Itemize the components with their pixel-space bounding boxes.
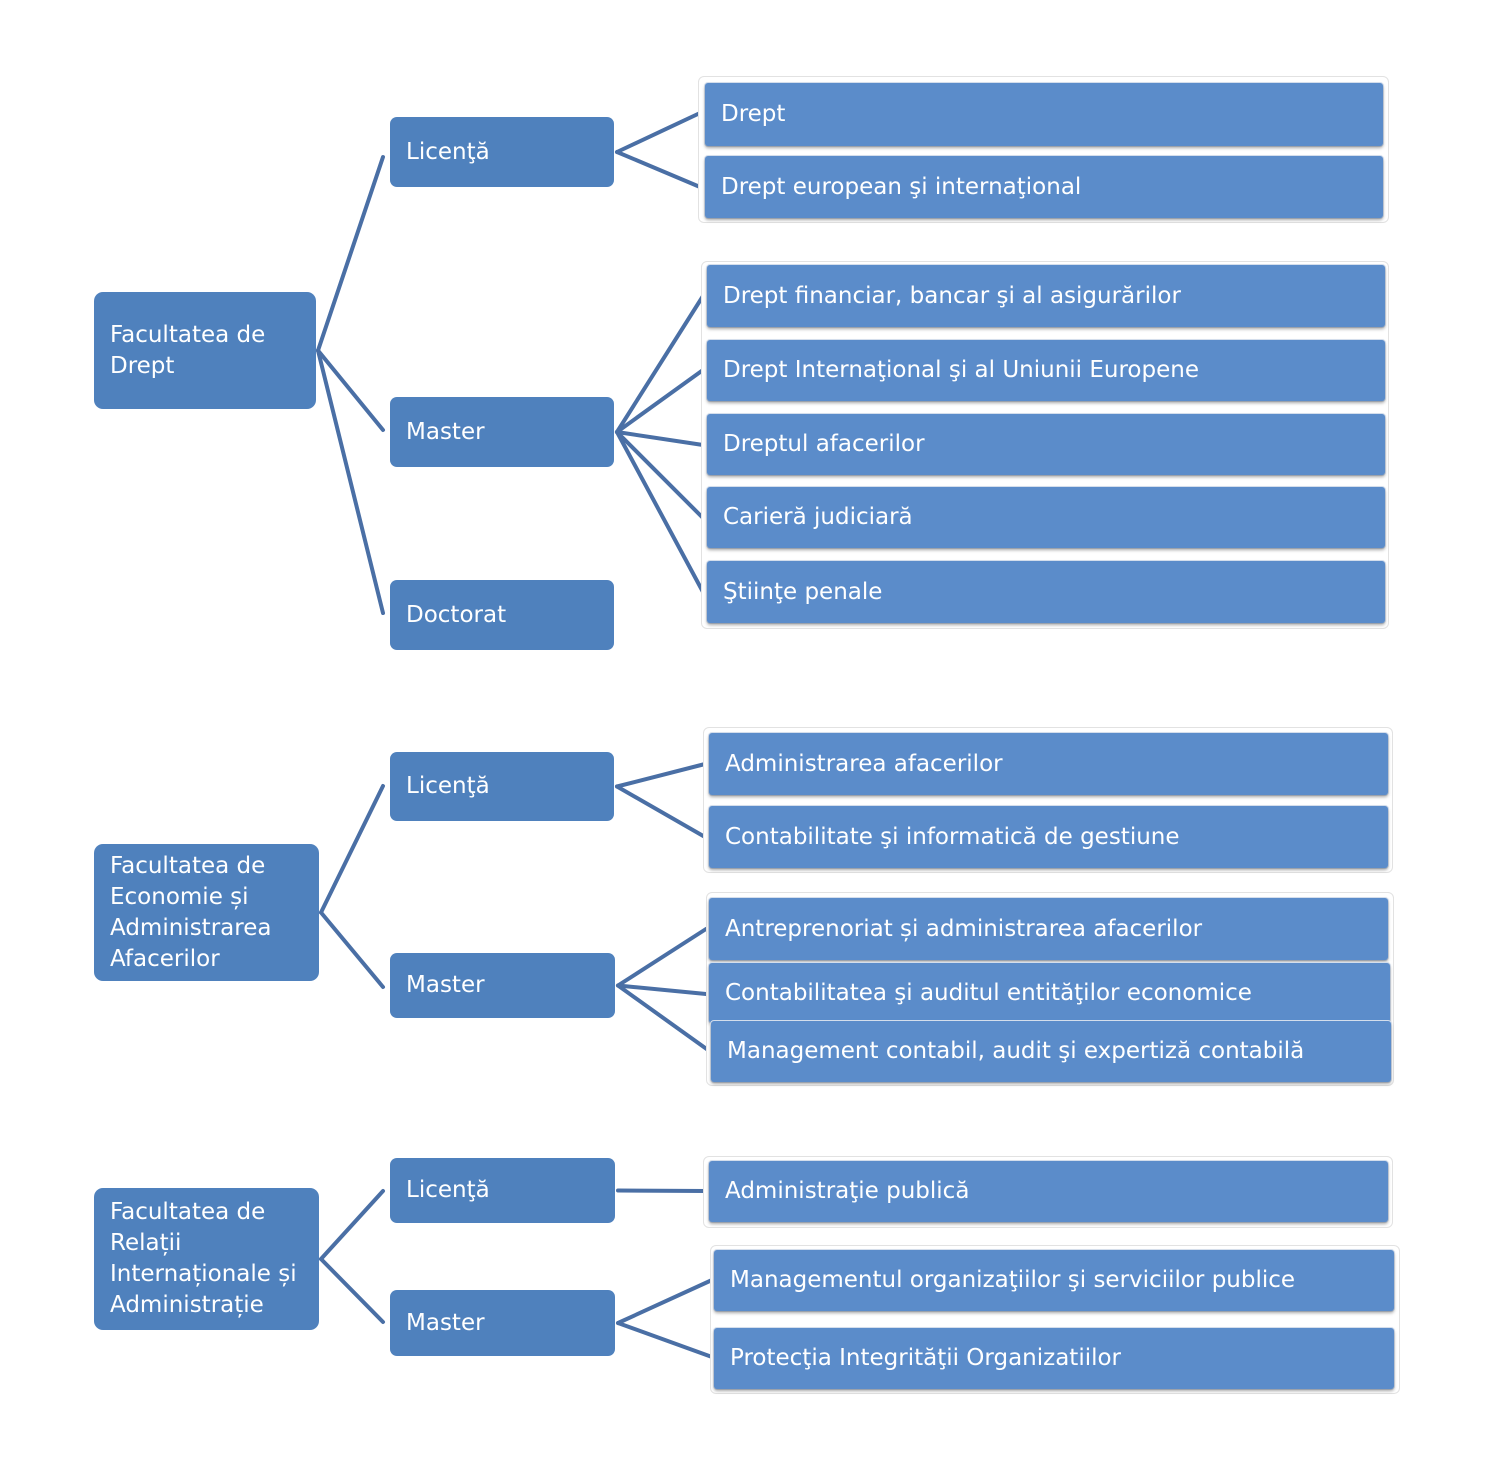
level-program-connector <box>616 983 708 996</box>
level-node-label: Licenţă <box>406 773 490 799</box>
program-node: Managementul organizaţiilor şi serviciil… <box>714 1250 1394 1311</box>
program-node-label: Contabilitate şi informatică de gestiune <box>725 823 1180 850</box>
level-program-connector <box>615 762 707 789</box>
program-node: Management contabil, audit şi expertiză … <box>711 1021 1391 1082</box>
faculty-node: Facultatea de Drept <box>94 292 316 409</box>
level-node-label: Master <box>406 418 485 445</box>
faculty-level-connector <box>319 784 385 915</box>
program-node: Drept Internaţional şi al Uniunii Europe… <box>707 340 1385 401</box>
program-node-label: Management contabil, audit şi expertiză … <box>727 1038 1305 1064</box>
program-node: Carieră judiciară <box>707 487 1385 548</box>
program-node: Administrarea afacerilor <box>709 733 1388 795</box>
program-node: Administraţie publică <box>709 1161 1388 1222</box>
level-program-connector <box>616 1278 714 1325</box>
level-node: Master <box>390 953 615 1018</box>
level-node-label: Doctorat <box>406 601 507 628</box>
level-program-connector <box>615 150 702 189</box>
program-node: Ştiinţe penale <box>707 561 1385 623</box>
faculty-level-connector <box>316 155 385 353</box>
level-node: Master <box>390 397 614 467</box>
faculty-node: Facultatea de Relații Internaționale și … <box>94 1188 319 1330</box>
level-program-connector <box>615 430 705 520</box>
program-node-label: Drept financiar, bancar şi al asigurăril… <box>723 282 1181 309</box>
level-program-connector <box>616 1321 714 1359</box>
level-program-connector <box>616 1188 708 1193</box>
level-program-connector <box>615 294 705 434</box>
program-node: Contabilitate şi informatică de gestiune <box>709 806 1388 868</box>
program-node-label: Administrarea afacerilor <box>725 750 1003 777</box>
program-node-label: Carieră judiciară <box>723 504 913 530</box>
faculty-level-connector <box>316 348 385 615</box>
program-node-label: Antreprenoriat și administrarea afaceril… <box>725 915 1203 942</box>
level-program-connector <box>615 784 707 839</box>
level-node-label: Licenţă <box>406 1177 490 1203</box>
program-node: Contabilitatea şi auditul entităţilor ec… <box>709 963 1390 1023</box>
faculty-node-label: Facultatea de Relații Internaționale și … <box>110 1199 297 1318</box>
program-node: Antreprenoriat și administrarea afaceril… <box>709 898 1388 960</box>
program-node-label: Dreptul afacerilor <box>723 431 925 457</box>
level-node: Master <box>390 1290 615 1356</box>
faculty-node-label: Facultatea de Drept <box>110 321 266 379</box>
faculty-level-connector <box>319 1189 385 1261</box>
program-node-label: Drept Internaţional şi al Uniunii Europe… <box>723 357 1199 383</box>
program-node-label: Contabilitatea şi auditul entităţilor ec… <box>725 979 1252 1006</box>
program-node-label: Drept <box>721 101 786 127</box>
level-node: Doctorat <box>390 580 614 650</box>
faculty-level-connector <box>316 348 385 432</box>
level-program-connector <box>616 983 710 1052</box>
level-program-connector <box>615 430 705 447</box>
level-node-label: Master <box>406 972 485 998</box>
faculty-level-connector <box>319 1257 385 1324</box>
program-node-label: Drept european şi internaţional <box>721 173 1082 200</box>
level-node: Licenţă <box>390 1158 615 1223</box>
faculty-node: Facultatea de Economie și Administrarea … <box>94 844 319 981</box>
program-node: Dreptul afacerilor <box>707 414 1385 475</box>
program-node-label: Administraţie publică <box>725 1178 970 1204</box>
faculty-level-connector <box>319 910 385 989</box>
level-node-label: Master <box>406 1309 485 1336</box>
level-node-label: Licenţă <box>406 138 490 165</box>
program-node: Protecţia Integrităţii Organizatiilor <box>714 1328 1394 1389</box>
level-program-connector <box>615 430 705 594</box>
faculty-node-label: Facultatea de Economie și Administrarea … <box>110 852 272 972</box>
level-node: Licenţă <box>390 752 614 821</box>
program-node: Drept financiar, bancar şi al asigurăril… <box>707 265 1385 327</box>
program-node-label: Managementul organizaţiilor şi serviciil… <box>730 1267 1296 1293</box>
level-program-connector <box>615 368 705 434</box>
level-program-connector <box>616 927 708 988</box>
program-node-label: Ştiinţe penale <box>723 578 883 605</box>
level-program-connector <box>615 111 702 154</box>
level-node: Licenţă <box>390 117 614 187</box>
program-node: Drept european şi internaţional <box>705 156 1383 218</box>
program-node-label: Protecţia Integrităţii Organizatiilor <box>730 1345 1122 1371</box>
program-node: Drept <box>705 83 1383 146</box>
